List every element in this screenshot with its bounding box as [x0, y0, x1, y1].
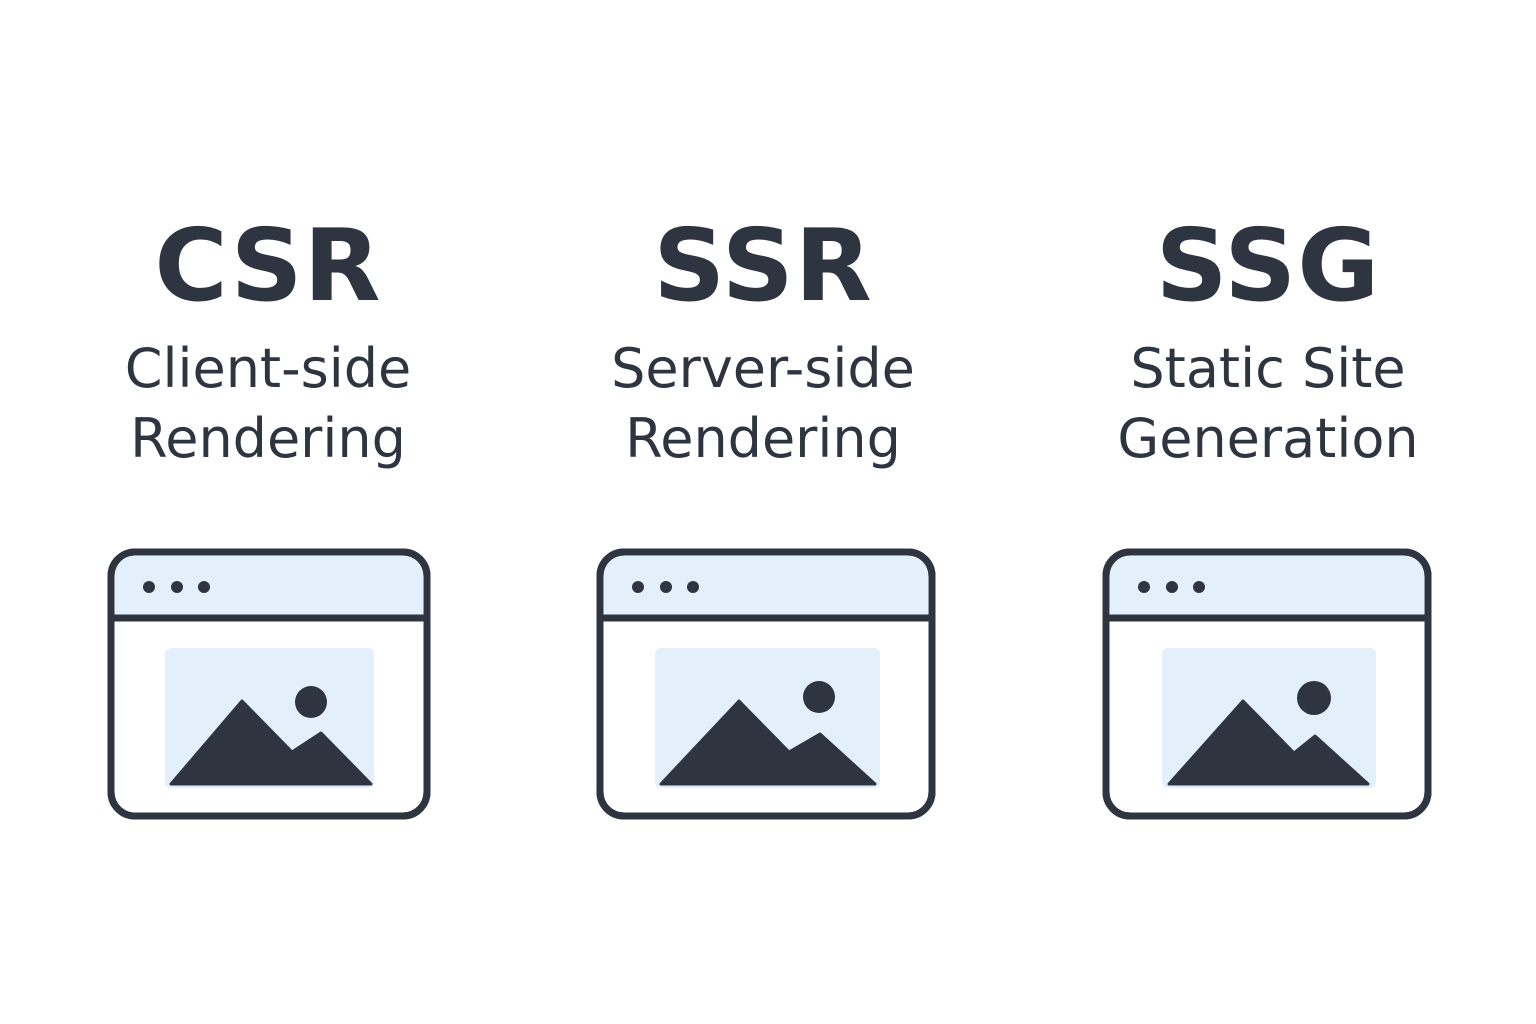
- ssr-description-line-1: Server-side: [611, 337, 915, 400]
- csr-browser-image-icon: [107, 548, 431, 820]
- ssg-description-line-2: Generation: [1117, 407, 1419, 470]
- csr-description: Client-side Rendering: [58, 334, 478, 474]
- ssg-title: SSG: [1155, 207, 1381, 324]
- ssg-browser-image-icon: [1102, 548, 1432, 820]
- csr-description-line-2: Rendering: [130, 407, 406, 470]
- csr-title: CSR: [154, 207, 382, 324]
- ssg-description: Static Site Generation: [1058, 334, 1478, 474]
- csr-column: CSR Client-side Rendering: [58, 212, 478, 474]
- ssr-description: Server-side Rendering: [553, 334, 973, 474]
- ssg-description-line-1: Static Site: [1130, 337, 1406, 400]
- csr-description-line-1: Client-side: [124, 337, 412, 400]
- ssr-browser-image-icon: [596, 548, 936, 820]
- ssr-column: SSR Server-side Rendering: [553, 212, 973, 474]
- ssr-title: SSR: [653, 207, 873, 324]
- ssr-description-line-2: Rendering: [625, 407, 901, 470]
- ssg-column: SSG Static Site Generation: [1058, 212, 1478, 474]
